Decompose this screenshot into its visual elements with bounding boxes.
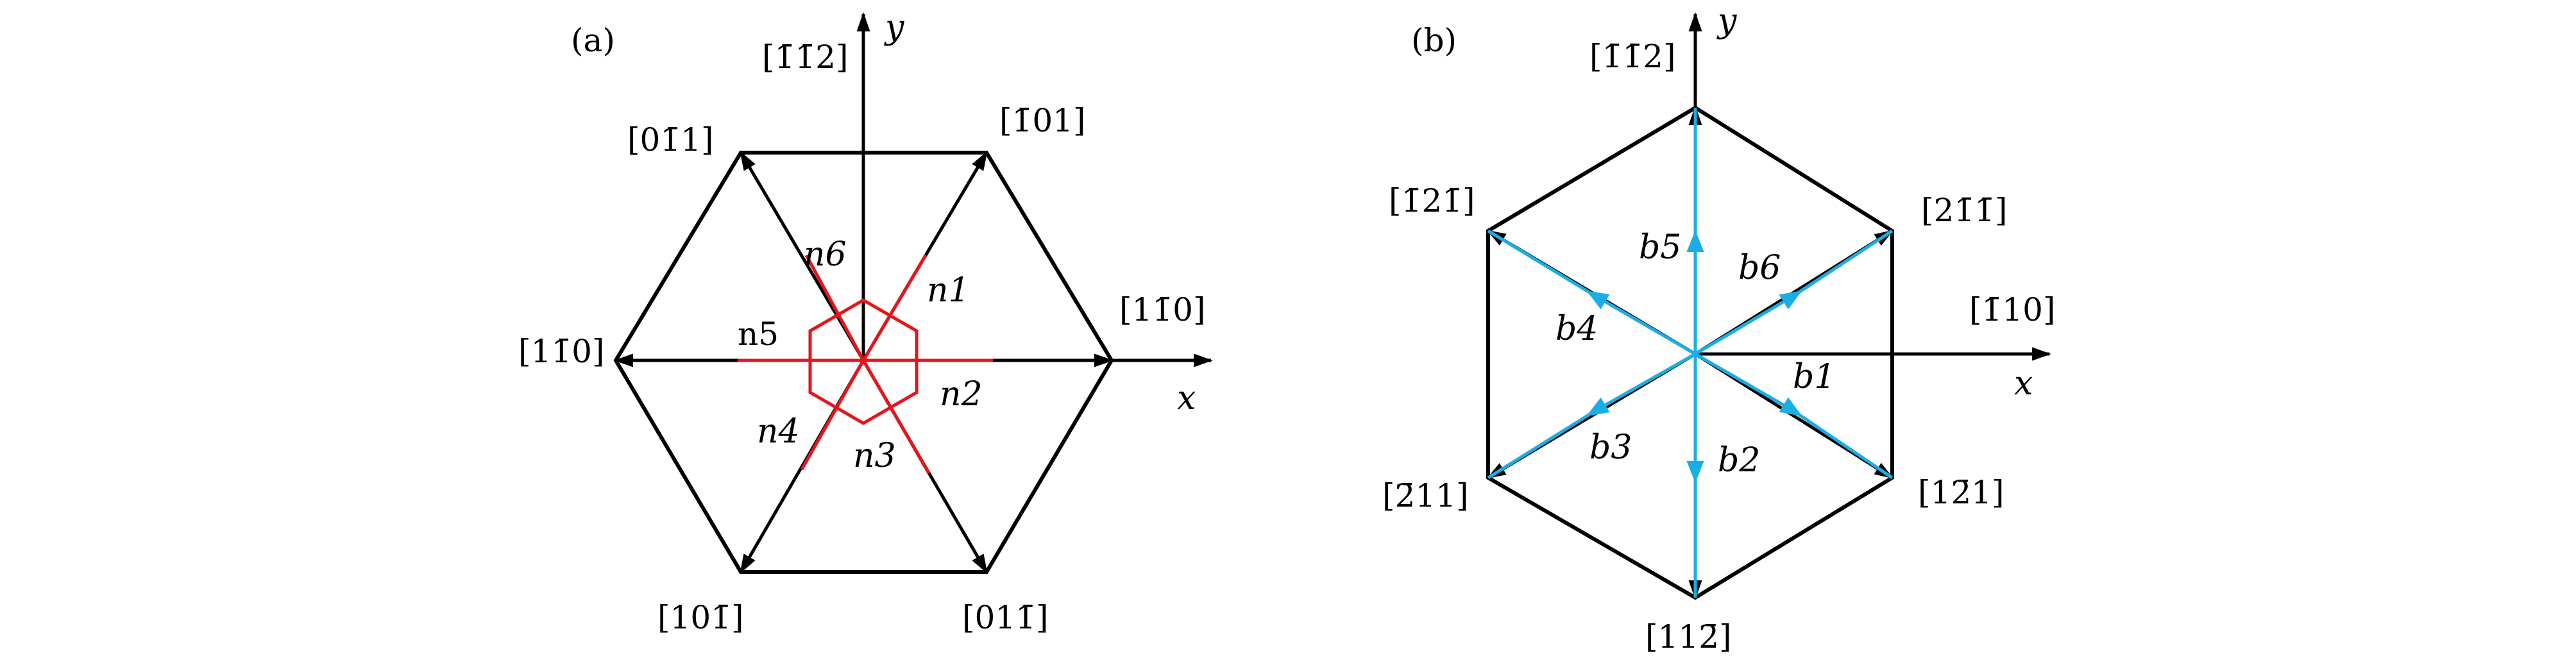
panel-a-top-direction-label: [1̄1̄2] (762, 38, 848, 76)
panel-a-vertex-upper-left-label: [01̄1] (627, 121, 713, 158)
panel-a-normal-n2-label: n2 (940, 375, 983, 414)
panel-b-x-axis-direction-label: [1̄10] (1969, 291, 2055, 328)
panel-a-vertex-lower-left-label: [101̄] (657, 599, 743, 636)
panel-b-vertex-lower-left-label: [2̄11] (1382, 477, 1468, 514)
panel-b-burgers-b3-label: b3 (1589, 428, 1632, 467)
panel-b-burgers-b6 (1694, 229, 1894, 356)
panel-a-normal-n6-label: n6 (804, 235, 847, 274)
panel-a-normal-n1 (861, 254, 928, 362)
panel-b-burgers-b4 (1487, 229, 1697, 356)
panel-b-vertex-lower-right-label: [12̄1] (1918, 474, 2004, 511)
panel-a-label: (a) (571, 22, 615, 59)
panel-a-normal-n3-label: n3 (853, 437, 896, 475)
panel-a-vertex-left-label: [11̄0] (518, 333, 604, 370)
panel-a-axis-x-label: x (1177, 379, 1196, 417)
panel-b-vertex-bottom-label: [112̄] (1645, 618, 1731, 655)
panel-b: (b) y x [1̄10] [1̄1̄2] [21̄1̄] [12̄1] [1… (1382, 2, 2055, 655)
panel-b-burgers-b5-label: b5 (1639, 228, 1681, 267)
panel-b-vertex-upper-left-label: [1̄21̄] (1389, 182, 1475, 219)
panel-a-vertex-lower-right-label: [011̄] (962, 599, 1048, 636)
panel-a: (a) y x [1̄1̄2] [1̄01] [11̄0] [011̄] [10… (518, 8, 1213, 636)
panel-a-vertex-upper-right-label: [1̄01] (999, 102, 1085, 139)
panel-b-label: (b) (1411, 22, 1457, 59)
panel-a-axis-y-label: y (884, 8, 904, 47)
panel-a-normal-n4 (800, 359, 865, 471)
panel-a-normal-n1-label: n1 (927, 271, 970, 310)
panel-b-burgers-b2-label: b2 (1718, 441, 1760, 480)
panel-b-burgers-b6-label: b6 (1738, 249, 1781, 287)
panel-b-axis-y-label: y (1716, 2, 1737, 40)
panel-a-normal-n6 (804, 254, 865, 362)
panel-a-normal-hexagon (808, 298, 919, 425)
panel-b-burgers-b1 (1694, 352, 1894, 480)
panel-a-normal-n5-label: n5 (738, 316, 779, 353)
panel-b-vertex-top-label: [1̄1̄2] (1589, 38, 1675, 75)
panel-b-vertex-upper-right-label: [21̄1̄] (1921, 192, 2007, 229)
panel-a-vertex-right-label: [11̄0] (1119, 291, 1205, 328)
panel-b-burgers-b3 (1487, 352, 1697, 480)
panel-a-normal-n4-label: n4 (757, 412, 800, 451)
panel-b-burgers-b1-label: b1 (1793, 358, 1835, 396)
panel-b-axis-x-label: x (2014, 364, 2033, 403)
panel-b-burgers-b4-label: b4 (1555, 310, 1598, 348)
panel-a-normal-n3 (861, 359, 931, 475)
